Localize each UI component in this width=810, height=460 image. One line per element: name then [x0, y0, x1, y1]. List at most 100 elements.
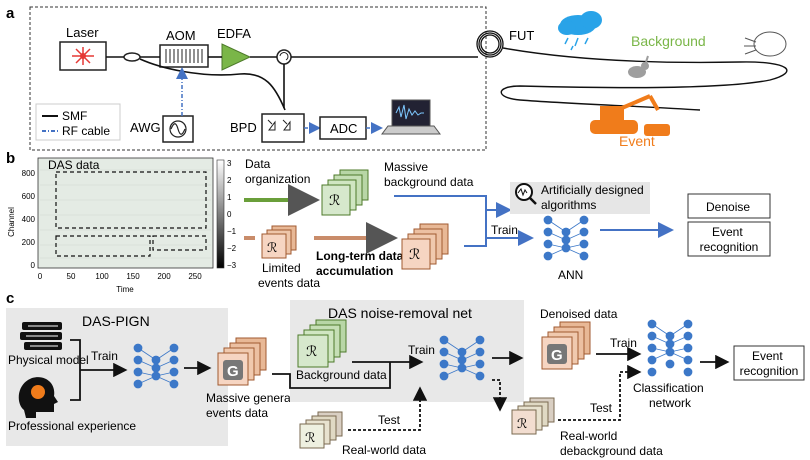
head-brain-icon — [18, 377, 58, 418]
train-label-c2: Train — [408, 343, 435, 357]
bpd-label: BPD — [230, 120, 257, 135]
photodiode-icon — [267, 119, 291, 131]
fiber-under-test — [500, 47, 788, 111]
card-glyph: ℛ — [306, 343, 317, 359]
book-stack-icon — [20, 322, 62, 350]
das-pign-label: DAS-PIGN — [82, 313, 150, 329]
wind-cloud-icon — [744, 31, 787, 57]
noise-removal-label: DAS noise-removal net — [328, 305, 472, 321]
limited-events-card-stack: ℛ — [261, 225, 297, 259]
denoise-to-debackground-arrow — [492, 379, 508, 412]
event-region-box-2 — [152, 235, 207, 251]
background-region-box — [55, 171, 207, 229]
debackground-card-stack: ℛ — [511, 397, 555, 435]
denoised-card-stack: G — [541, 321, 591, 370]
long-term-line-2: accumulation — [316, 264, 393, 278]
data-organization-label: Data organization — [245, 157, 310, 186]
x-tick: 250 — [188, 272, 202, 281]
real-world-label: Real-world data — [342, 443, 426, 457]
train-label-c3: Train — [610, 336, 637, 350]
algorithms-box — [510, 182, 650, 214]
event-recognition-c-line-1: Event — [752, 349, 783, 363]
y-tick: 800 — [22, 169, 36, 178]
smf-links — [106, 56, 478, 111]
test-arrow-1 — [348, 386, 428, 431]
aom-grating-icon — [165, 49, 203, 63]
awg-label: AWG — [130, 120, 161, 135]
denoise-box — [687, 193, 771, 219]
panel-a-frame — [29, 6, 487, 151]
train-merge-lines — [272, 362, 420, 389]
classification-network-icon — [647, 319, 693, 377]
fut-label: FUT — [509, 28, 534, 43]
limited-events-line-2: events data — [258, 276, 320, 290]
legend-rf-label: RF cable — [62, 124, 110, 138]
laser-label: Laser — [66, 25, 99, 40]
generated-events-card-stack: G — [217, 337, 267, 386]
edfa-label: EDFA — [217, 26, 251, 41]
background-data-label: Background data — [296, 368, 387, 382]
colorbar-tick: 2 — [227, 176, 232, 185]
x-tick: 200 — [157, 272, 171, 281]
laptop-icon — [381, 99, 441, 135]
aom-box — [159, 44, 209, 68]
denoised-data-label: Denoised data — [540, 307, 618, 321]
artificial-algorithms-label: Artificially designed algorithms — [541, 183, 647, 212]
event-recognition-c-line-2: recognition — [740, 364, 799, 378]
ann-network-icon — [543, 215, 589, 261]
y-axis-label: Channel — [7, 207, 16, 237]
ann-label: ANN — [558, 268, 583, 282]
professional-experience-label: Professional experience — [8, 419, 136, 433]
card-glyph: ℛ — [329, 192, 340, 208]
y-tick: 600 — [22, 192, 36, 201]
generator-glyph: G — [227, 363, 239, 380]
event-region-box-1 — [55, 235, 151, 257]
colorbar-tick: 0 — [227, 210, 232, 219]
heatmap-texture — [40, 169, 211, 259]
legend-box — [35, 103, 121, 141]
massive-background-line-2: background data — [384, 175, 474, 189]
y-tick: 0 — [31, 261, 36, 270]
event-recognition-b-line-2: recognition — [700, 240, 759, 254]
colorbar — [216, 159, 225, 269]
physical-model-label: Physical model — [8, 353, 89, 367]
classification-line-1: Classification — [633, 381, 704, 395]
debackground-line-2: debackground data — [560, 444, 663, 458]
event-recognition-box-b — [687, 221, 771, 257]
test-label-2: Test — [590, 401, 613, 415]
awg-box — [162, 115, 194, 143]
y-tick: 400 — [22, 215, 36, 224]
card-glyph: ℛ — [517, 416, 527, 431]
colorbar-tick: 3 — [227, 159, 232, 168]
x-axis-label: Time — [116, 285, 134, 294]
real-world-debackground-label: Real-world debackground data — [560, 429, 663, 458]
artificial-line-2: algorithms — [541, 198, 596, 212]
data-organization-line-2: organization — [245, 172, 310, 186]
massive-generated-line-1: Massive generated — [206, 391, 307, 405]
card-glyph: ℛ — [409, 246, 420, 262]
denoise-network-icon — [439, 335, 485, 381]
test-arrow-2 — [558, 364, 642, 421]
das-data-label: DAS data — [48, 158, 100, 172]
background-card-stack-c: ℛ — [297, 319, 347, 368]
fiber-coil-icon — [476, 30, 504, 58]
event-recognition-label-c: Event recognition — [740, 349, 799, 378]
rain-cloud-icon — [558, 11, 602, 51]
event-recognition-box-c — [733, 345, 805, 381]
generator-glyph: G — [551, 347, 563, 364]
background-label: Background — [631, 33, 706, 49]
legend-smf-label: SMF — [62, 109, 87, 123]
y-tick: 200 — [22, 238, 36, 247]
colorbar-tick: 1 — [227, 193, 232, 202]
accumulated-events-card-stack: ℛ — [401, 223, 449, 270]
card-glyph: ℛ — [267, 240, 277, 255]
massive-background-line-1: Massive — [384, 160, 428, 174]
limited-events-label: Limited events data — [258, 261, 320, 290]
panel-a-letter: a — [6, 5, 15, 22]
colorbar-tick: −2 — [227, 244, 237, 253]
coupler-icon — [123, 52, 141, 62]
background-card-stack: ℛ — [321, 169, 369, 216]
x-tick: 0 — [38, 272, 43, 281]
das-heatmap — [37, 157, 214, 269]
